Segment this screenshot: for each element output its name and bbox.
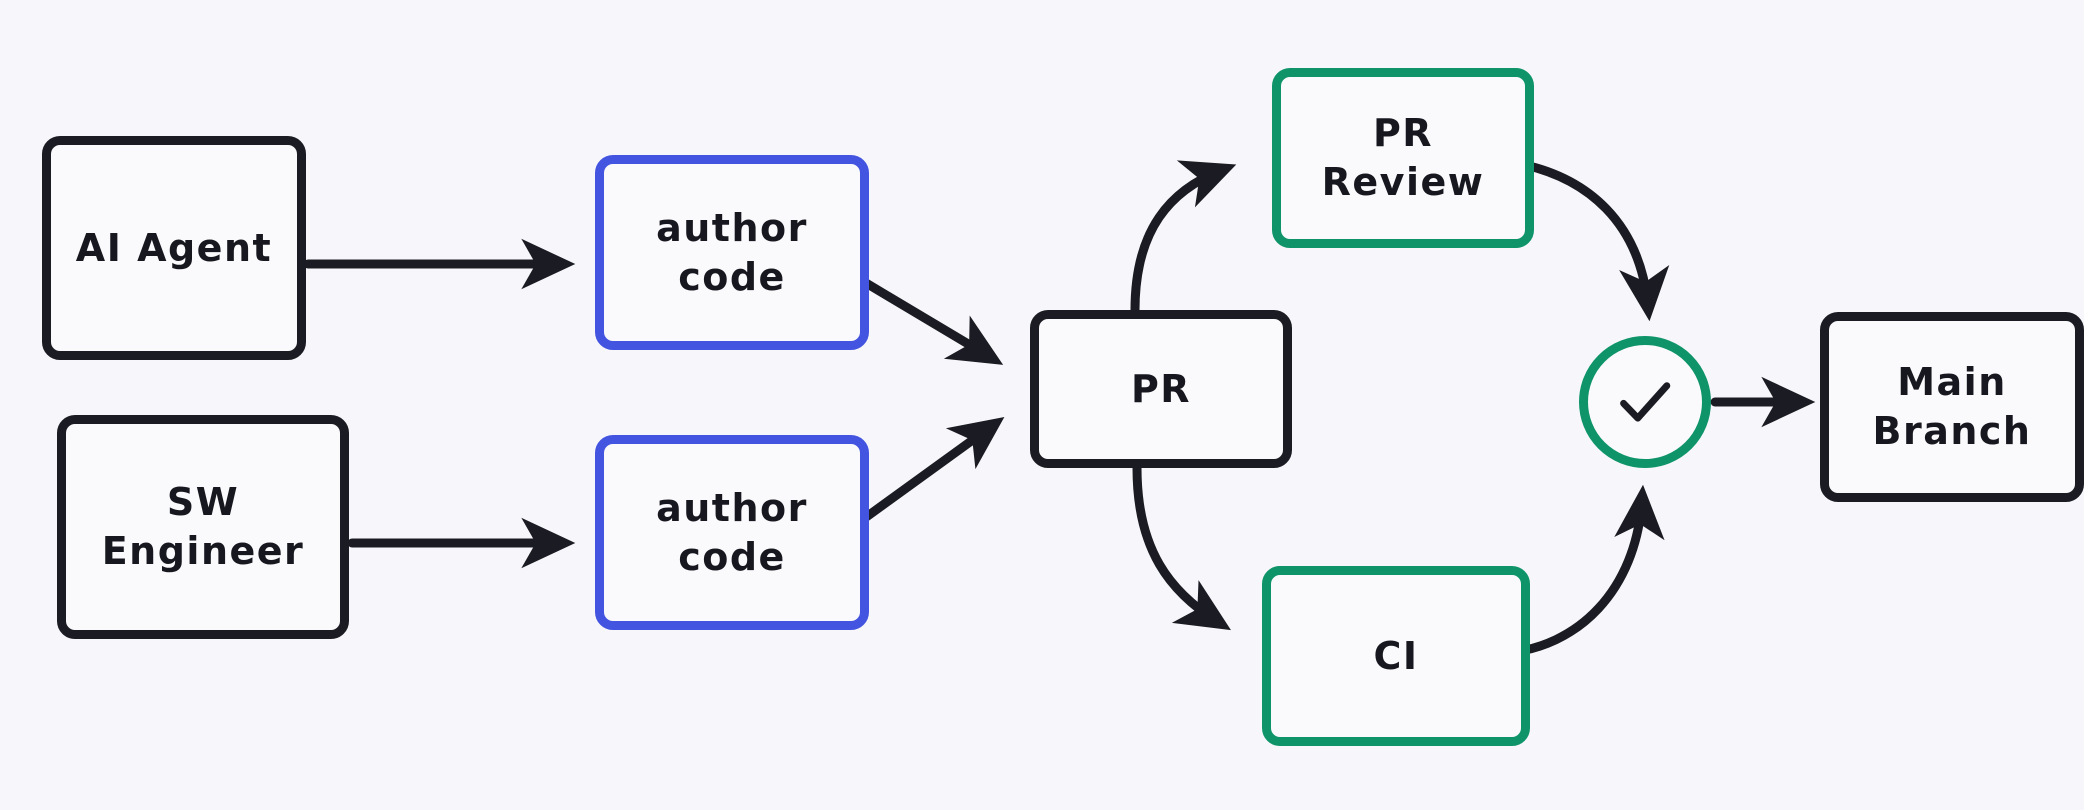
check-icon <box>1619 382 1671 422</box>
node-ci[interactable]: CI <box>1262 566 1530 746</box>
node-author-code-bottom[interactable]: author code <box>595 435 869 630</box>
node-ai-agent[interactable]: AI Agent <box>42 136 306 360</box>
node-checks-passed[interactable] <box>1579 336 1711 468</box>
node-pr[interactable]: PR <box>1030 310 1292 468</box>
node-label-ai-agent: AI Agent <box>75 225 273 270</box>
node-label-pr-review: PR Review <box>1321 111 1485 204</box>
node-label-sw-engineer: SW Engineer <box>101 480 305 573</box>
node-label-main-branch: Main Branch <box>1872 360 2032 453</box>
node-author-code-top[interactable]: author code <box>595 155 869 350</box>
node-main-branch[interactable]: Main Branch <box>1820 312 2084 502</box>
edge-pr-to-ci <box>1132 463 1231 631</box>
edge-author-code-top-to-pr <box>861 278 1004 365</box>
node-label-author-code-bottom: author code <box>656 485 808 579</box>
edge-pr-to-pr-review <box>1130 160 1237 315</box>
node-sw-engineer[interactable]: SW Engineer <box>57 415 349 639</box>
node-label-author-code-top: author code <box>656 205 808 299</box>
edge-author-code-bottom-to-pr <box>853 417 1005 528</box>
node-label-pr: PR <box>1130 366 1192 411</box>
node-label-ci: CI <box>1373 633 1419 678</box>
node-pr-review[interactable]: PR Review <box>1272 68 1534 248</box>
